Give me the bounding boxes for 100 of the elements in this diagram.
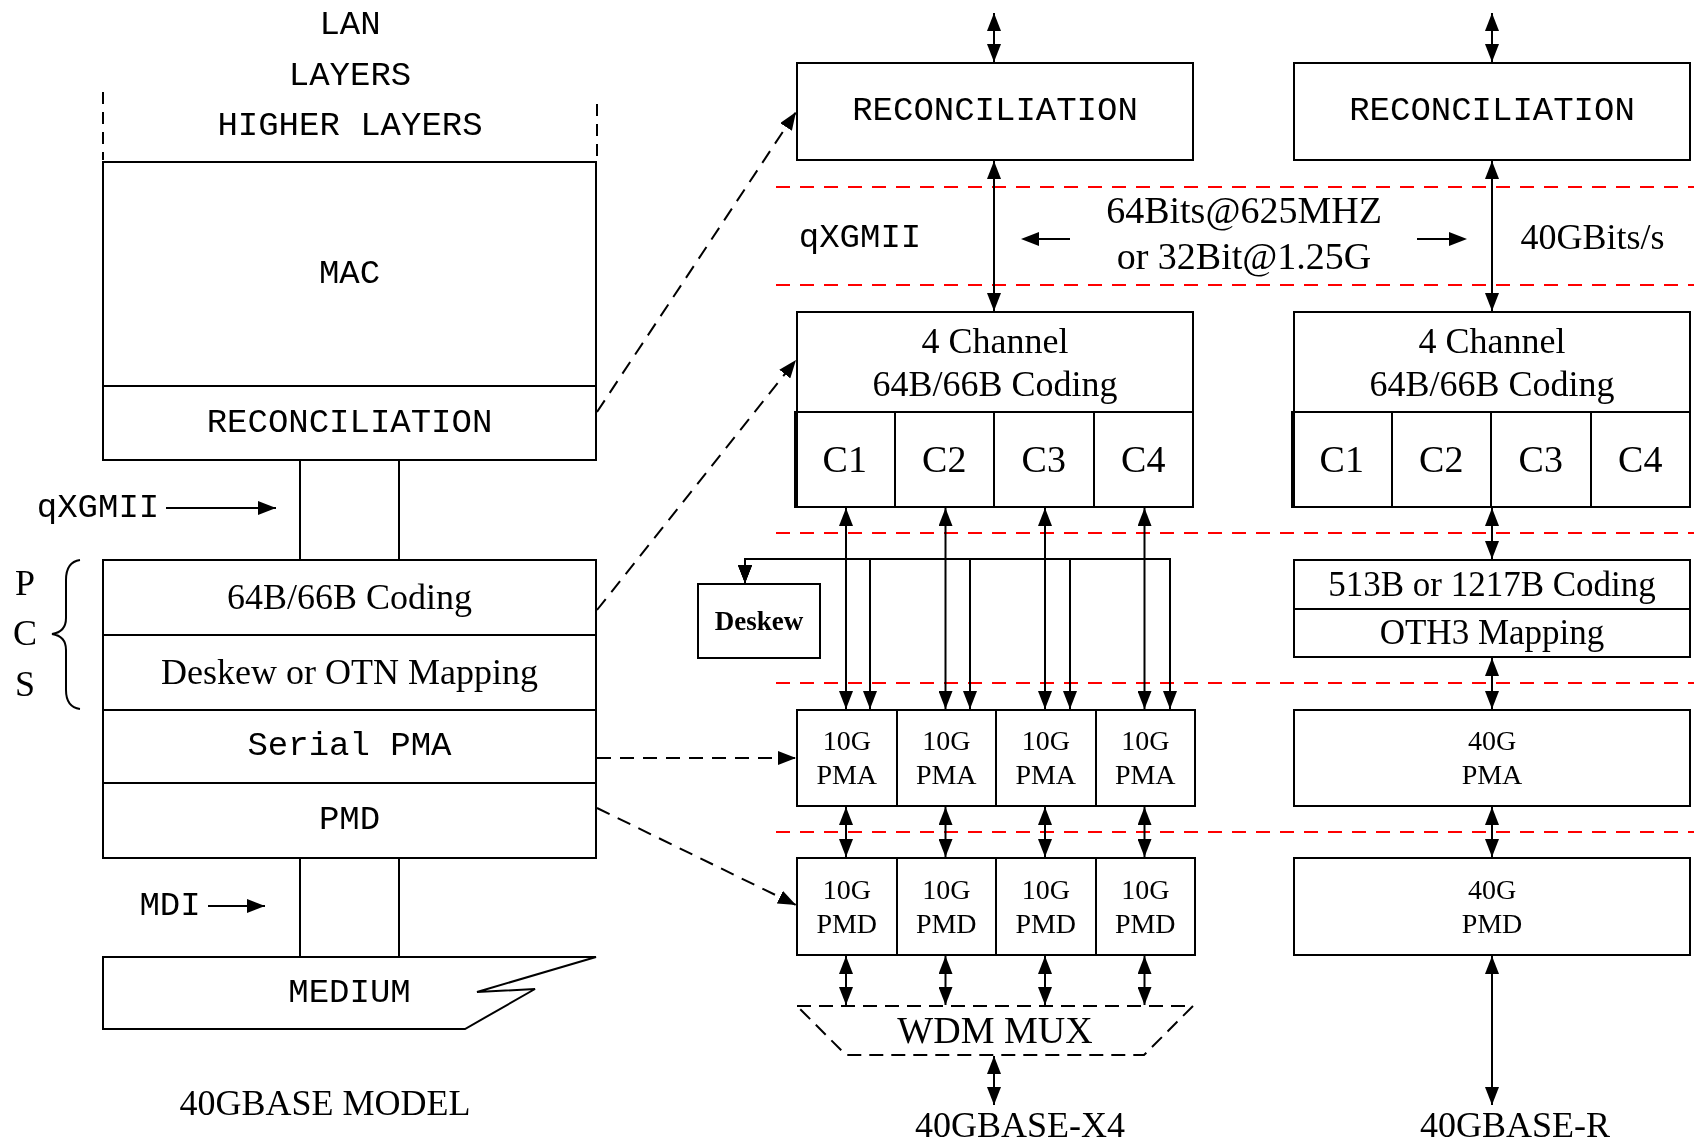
layer-label: C1 [822,436,867,482]
lane-box [796,857,898,956]
layer-label: 64B/66B Coding [226,575,472,619]
layer-box [796,62,1194,161]
layer-label: 4 Channel 64B/66B Coding [871,319,1119,406]
arrow [1038,507,1052,710]
layer-box [1293,608,1691,658]
interface-line [398,858,400,957]
arrow [738,558,1177,710]
arrow [1485,160,1499,312]
arrow [596,751,797,765]
lane-box [995,857,1097,956]
arrow [1038,806,1052,858]
lane-box [1293,857,1691,956]
arrow [839,806,853,858]
layer-box [102,385,597,461]
arrow [596,111,797,413]
arrow [596,359,797,611]
arrow [1485,955,1499,1106]
layer-caption: HIGHER LAYERS [216,106,484,147]
layer-label: C2 [922,436,967,482]
layer-box [1293,559,1691,610]
layer-label: C4 [1618,436,1663,482]
layer-label: 513B or 1217B Coding [1328,563,1656,606]
sublayer-caption: P C S [12,562,38,706]
layer-label: OTH3 Mapping [1379,612,1605,654]
layer-label: 10G PMD [914,872,978,941]
layer-label: Deskew or OTN Mapping [161,650,538,694]
lane-box [796,709,898,807]
coding-block [1293,311,1691,508]
arrow [1137,507,1152,710]
layer-label: 4 Channel 64B/66B Coding [1368,319,1616,406]
layer-box [102,709,597,784]
variant-caption: 40GBASE-X4 [870,1105,1170,1147]
layer-caption: LAYERS [287,56,413,97]
variant-caption: 40GBASE-R [1390,1105,1640,1147]
layer-label: RECONCILIATION [206,402,493,444]
lane-box [1094,709,1196,807]
layer-label: 10G PMD [1113,872,1177,941]
coding-block [796,311,1194,508]
layer-label: C4 [1121,436,1166,482]
mux-trapezoid [796,1005,1194,1056]
layer-label: MAC [318,253,381,295]
lane-box [895,709,997,807]
arrow [1485,12,1499,63]
layer-label: C1 [1319,436,1364,482]
layer-box [102,782,597,859]
layer-caption: LAN [318,5,382,46]
arrow [207,899,266,913]
channel-cell [1291,411,1393,508]
model-caption: 40GBASE MODEL [178,1082,472,1125]
arrow [1038,955,1052,1006]
deskew-box [697,583,821,659]
arrow [987,1055,1001,1106]
layer-label: C3 [1021,436,1066,482]
arrow [1485,507,1499,560]
arrow [938,806,953,858]
medium-shape [102,956,597,1030]
interface-caption: qXGMII [797,218,923,259]
arrow [987,160,1001,312]
layer-label: C3 [1518,436,1563,482]
lane-box [1293,709,1691,807]
arrow [1485,806,1499,858]
interface-line [398,460,400,560]
lane-box [895,857,997,956]
layer-label: 10G PMA [1014,724,1078,792]
arrow [596,807,797,906]
arrow [1137,806,1152,858]
layer-label: Deskew [714,604,804,638]
interface-label: MDI [132,886,208,926]
interface-line [299,858,301,957]
layer-box [1293,62,1691,161]
interface-label: qXGMII [30,488,166,528]
layer-label: 10G PMD [1014,872,1078,941]
lane-box [1094,857,1196,956]
layer-label: 40G PMD [1460,872,1524,941]
layer-box [102,634,597,711]
layer-label: 10G PMA [815,724,879,792]
arrow [938,507,953,710]
layer-label: WDM MUX [897,1007,1093,1053]
layer-label: C2 [1419,436,1464,482]
rate-note: 40GBits/s [1519,216,1666,259]
layer-label: MEDIUM [288,972,411,1014]
arrow [165,501,277,515]
channel-cell [794,411,896,508]
layer-label: 40G PMA [1460,724,1524,792]
arrow [938,955,953,1006]
arrow [1137,955,1152,1006]
layer-label: Serial PMA [247,726,452,767]
rate-note: 64Bits@625MHZ or 32Bit@1.25G [1105,188,1383,279]
layer-label: 10G PMD [815,872,879,941]
layer-label: 10G PMA [914,724,978,792]
layer-label: RECONCILIATION [852,91,1138,132]
layer-label: PMD [318,800,381,841]
arrow [839,507,853,710]
layer-label: 10G PMA [1113,724,1177,792]
layer-label: RECONCILIATION [1349,91,1635,132]
lane-box [995,709,1097,807]
interface-line [299,460,301,560]
layer-box [102,161,597,387]
